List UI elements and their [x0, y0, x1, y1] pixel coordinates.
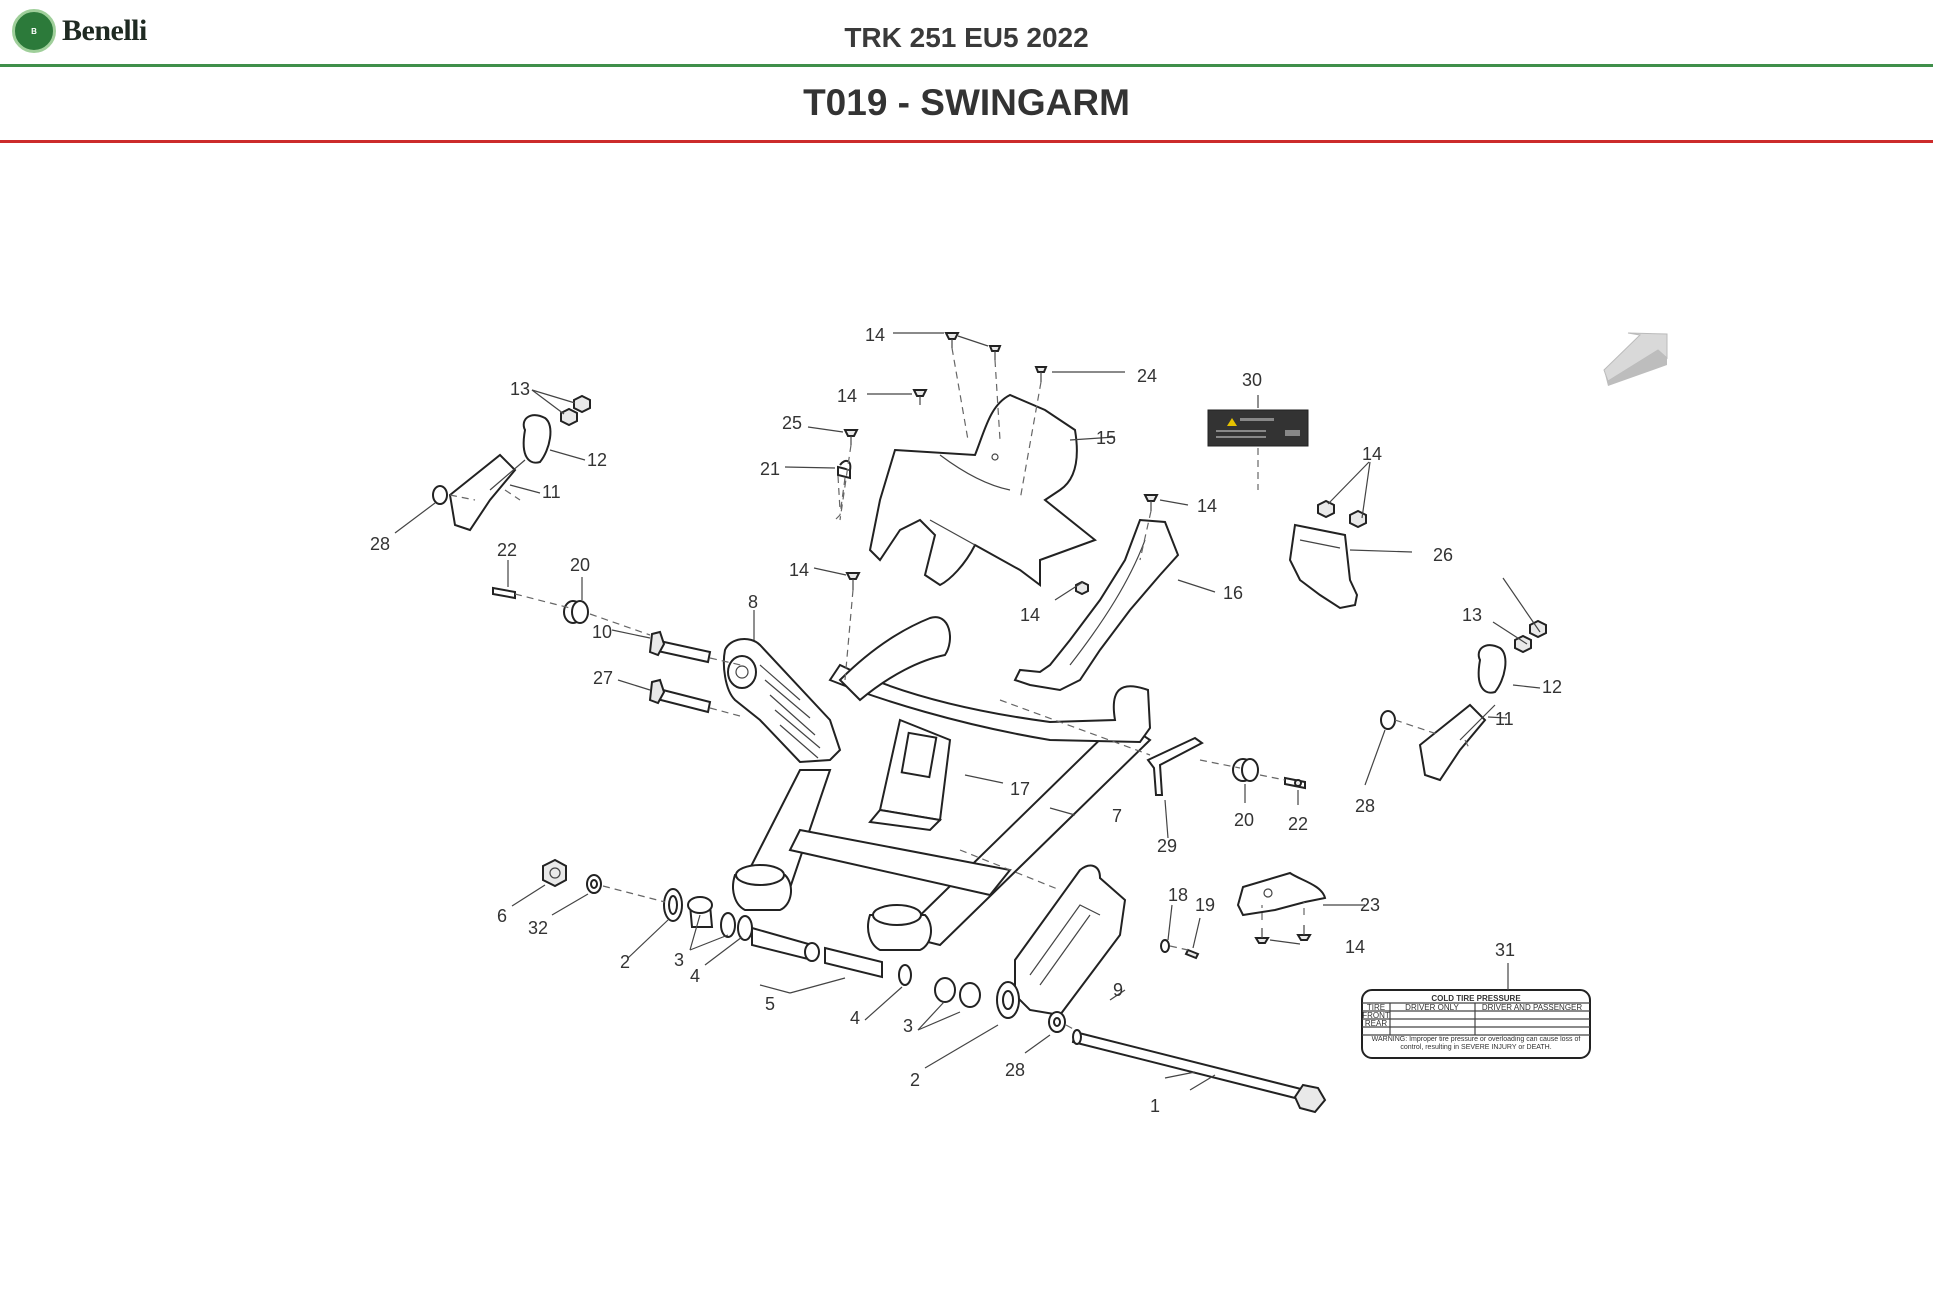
callout-32: 32 [528, 918, 548, 938]
tire-label-title: COLD TIRE PRESSURE [1431, 994, 1521, 1003]
callout-12: 12 [587, 450, 607, 470]
callout-6: 6 [497, 906, 507, 926]
warning-sticker [1207, 409, 1309, 447]
assembly-lines [449, 347, 1471, 1031]
callout-19: 19 [1195, 895, 1215, 915]
callout-14: 14 [837, 386, 857, 406]
callout-20: 20 [570, 555, 590, 575]
callout-28: 28 [1355, 796, 1375, 816]
callout-14: 14 [1362, 444, 1382, 464]
mud-flap [1288, 499, 1367, 610]
screws [843, 332, 1312, 960]
callout-29: 29 [1157, 836, 1177, 856]
tire-pressure-label: COLD TIRE PRESSURE TIRE DRIVER ONLY DRIV… [1361, 989, 1591, 1059]
callout-5: 5 [765, 994, 775, 1014]
callout-14: 14 [1197, 496, 1217, 516]
callout-4: 4 [850, 1008, 860, 1028]
right-side-hardware [1146, 736, 1327, 917]
next-page-arrow-icon[interactable] [1603, 332, 1668, 386]
callout-30: 30 [1242, 370, 1262, 390]
header-divider-green [0, 64, 1933, 67]
tire-label-col-both: DRIVER AND PASSENGER [1482, 1003, 1583, 1012]
callout-10: 10 [592, 622, 612, 642]
callout-16: 16 [1223, 583, 1243, 603]
callout-8: 8 [748, 592, 758, 612]
pivot-hardware [542, 858, 1066, 1033]
leader-lines [394, 332, 1541, 1091]
tire-label-col-driver: DRIVER ONLY [1405, 1003, 1459, 1012]
callout-20: 20 [1234, 810, 1254, 830]
callout-numbers: 1 2 2 3 3 4 4 5 6 7 8 9 10 11 11 12 12 1… [370, 325, 1562, 1116]
callout-4: 4 [690, 966, 700, 986]
callout-1: 1 [1150, 1096, 1160, 1116]
callout-21: 21 [760, 459, 780, 479]
swingarm-frame [732, 616, 1152, 951]
brand-badge-icon: B [12, 9, 56, 53]
rear-mudguard [868, 393, 1098, 587]
callout-28: 28 [1005, 1060, 1025, 1080]
callout-14: 14 [865, 325, 885, 345]
callout-13: 13 [1462, 605, 1482, 625]
tire-label-row-rear: REAR [1365, 1019, 1387, 1028]
callout-2: 2 [620, 952, 630, 972]
callout-9: 9 [1113, 980, 1123, 1000]
chain-slider [1014, 864, 1127, 1017]
callout-12: 12 [1542, 677, 1562, 697]
callout-31: 31 [1495, 940, 1515, 960]
callout-17: 17 [1010, 779, 1030, 799]
callout-26: 26 [1433, 545, 1453, 565]
tire-label-col-tire: TIRE [1367, 1003, 1385, 1012]
rear-shock-absorber [722, 638, 842, 764]
callout-14: 14 [1345, 937, 1365, 957]
callout-2: 2 [910, 1070, 920, 1090]
left-chain-adjuster [432, 394, 591, 532]
callout-13: 13 [510, 379, 530, 399]
callout-15: 15 [1096, 428, 1116, 448]
callout-7: 7 [1112, 806, 1122, 826]
right-chain-adjuster [1380, 619, 1547, 782]
callout-11: 11 [1495, 709, 1514, 729]
section-divider-red [0, 140, 1933, 143]
section-title: T019 - SWINGARM [803, 82, 1130, 123]
pivot-axle [1071, 1029, 1327, 1114]
callout-18: 18 [1168, 885, 1188, 905]
callout-28: 28 [370, 534, 390, 554]
callout-24: 24 [1137, 366, 1157, 386]
page-header: B Benelli TRK 251 EU5 2022 [0, 0, 1933, 67]
callout-22: 22 [1288, 814, 1308, 834]
callout-27: 27 [593, 668, 613, 688]
brand-logo: B Benelli [12, 6, 172, 56]
left-side-hardware [492, 459, 852, 714]
callout-3: 3 [903, 1016, 913, 1036]
callout-3: 3 [674, 950, 684, 970]
callout-22: 22 [497, 540, 517, 560]
tire-label-warning: WARNING: Improper tire pressure or overl… [1371, 1036, 1581, 1051]
callout-11: 11 [542, 482, 561, 502]
model-title: TRK 251 EU5 2022 [844, 22, 1089, 53]
callout-14: 14 [1020, 605, 1040, 625]
chain-guard [1013, 518, 1180, 692]
callout-25: 25 [782, 413, 802, 433]
brand-name: Benelli [62, 14, 147, 47]
callout-14: 14 [789, 560, 809, 580]
tire-label-row-front: FRONT [1362, 1011, 1390, 1020]
callout-23: 23 [1360, 895, 1380, 915]
